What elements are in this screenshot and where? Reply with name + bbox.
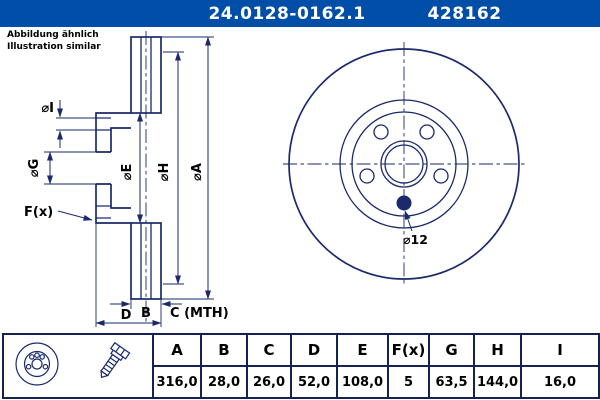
label-dia-h: ⌀H [157, 163, 172, 182]
hat-bolt-holes [96, 117, 111, 219]
value-b: 28,0 [200, 365, 248, 399]
dimension-b: B C (MTH) [110, 299, 229, 327]
dimensions-table: A B C D E F(x) G H I 316,0 28,0 26,0 52,… [2, 333, 600, 399]
dimension-dia-e: ⌀E [120, 112, 147, 224]
bolt-hole [359, 168, 375, 184]
outer-diameter-circle [288, 48, 520, 280]
label-b: B [141, 306, 151, 321]
col-header-g: G [428, 333, 475, 367]
label-f-x: F(x) [24, 205, 53, 220]
article-number: 428162 [427, 3, 502, 24]
part-number: 24.0128-0162.1 [208, 3, 366, 24]
header-bar: 24.0128-0162.1 428162 [0, 0, 600, 27]
col-header-fx: F(x) [387, 333, 430, 367]
value-d: 52,0 [290, 365, 338, 399]
col-header-e: E [336, 333, 389, 367]
brake-disc-icon [15, 342, 59, 386]
dimension-f-x: F(x) [24, 205, 93, 221]
col-header-h: H [473, 333, 522, 367]
col-header-d: D [290, 333, 338, 367]
table-icon-cell [2, 333, 154, 399]
dimension-d: D [95, 223, 162, 327]
label-dia-12: ⌀12 [403, 232, 428, 247]
value-fx: 5 [387, 365, 430, 399]
bolt-hole [373, 124, 389, 140]
dimension-dia-i: ⌀I [41, 100, 96, 148]
label-dia-e: ⌀E [120, 164, 135, 181]
value-g: 63,5 [428, 365, 475, 399]
note-line-en: Illustration similar [7, 41, 101, 52]
col-header-b: B [200, 333, 248, 367]
note-line-de: Abbildung ähnlich [7, 30, 99, 40]
label-dia-i: ⌀I [41, 101, 54, 116]
cross-section-view [95, 31, 162, 325]
value-c: 26,0 [246, 365, 292, 399]
similarity-note: Abbildung ähnlich Illustration similar [7, 30, 101, 53]
label-c-mth: C (MTH) [170, 306, 229, 321]
bolt-icon [100, 341, 131, 379]
value-h: 144,0 [473, 365, 522, 399]
legend-icons [15, 341, 131, 386]
label-dia-a: ⌀A [190, 163, 205, 181]
center-bore-chamfer-circle [384, 144, 424, 184]
center-bore-circle [380, 140, 428, 188]
col-header-c: C [246, 333, 292, 367]
table-row: 316,0 28,0 26,0 52,0 108,0 5 63,5 144,0 … [3, 365, 600, 399]
label-d: D [121, 308, 132, 323]
front-view: ⌀12 [283, 42, 525, 287]
label-dia-g: ⌀G [27, 159, 42, 178]
col-header-a: A [152, 333, 202, 367]
value-a: 316,0 [152, 365, 202, 399]
friction-surface-circle [339, 99, 469, 229]
hub-flange-circle [351, 111, 457, 217]
technical-drawing: ⌀A ⌀H ⌀E ⌀G ⌀I F(x) [24, 31, 525, 327]
dimension-dia-h: ⌀H [157, 51, 184, 285]
bolt-hole [419, 124, 435, 140]
bolt-hole-marked [396, 195, 412, 211]
dimension-dia-g: ⌀G [27, 151, 96, 185]
col-header-i: I [520, 333, 600, 367]
dimension-dia-a: ⌀A [161, 36, 214, 300]
value-e: 108,0 [336, 365, 389, 399]
bolt-hole [433, 168, 449, 184]
value-i: 16,0 [520, 365, 600, 399]
